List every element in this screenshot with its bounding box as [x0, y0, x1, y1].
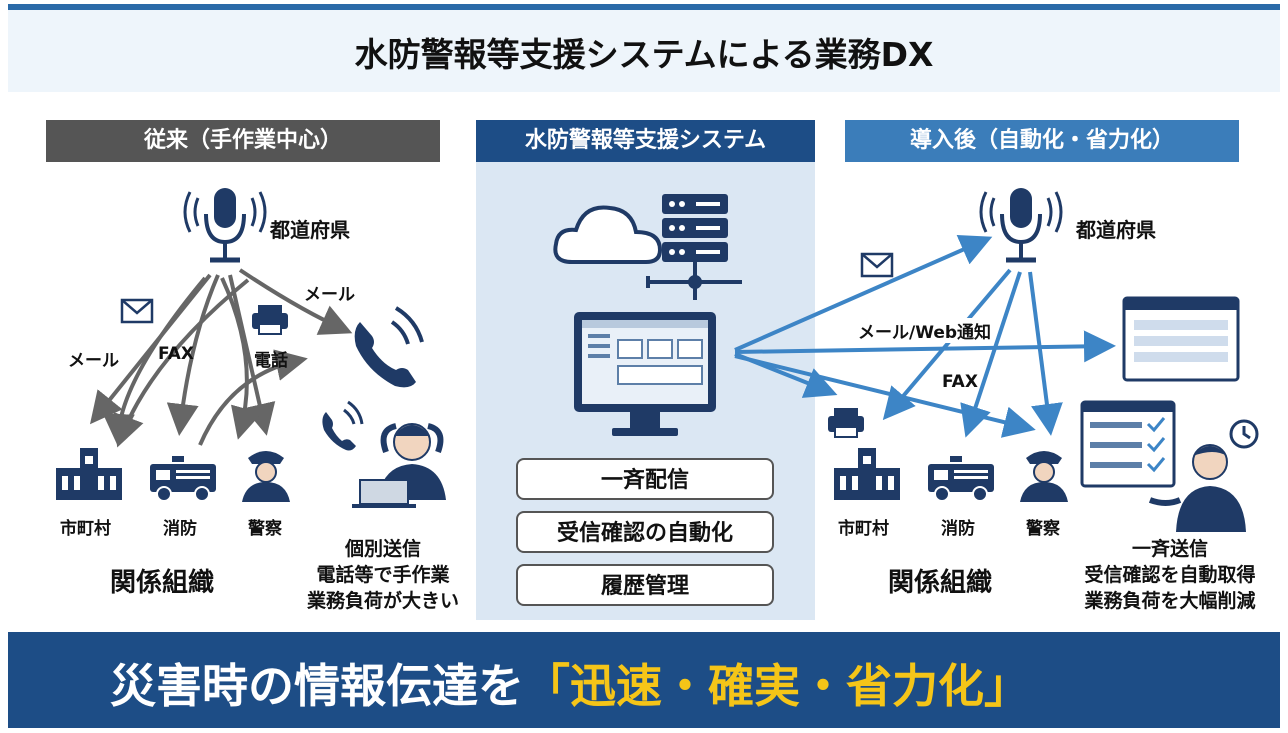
mail-label-top: メール — [304, 285, 355, 305]
web-notification-window-icon — [1122, 296, 1240, 382]
stressed-worker-icon — [322, 400, 446, 508]
org-label-fire-left: 消防 — [163, 519, 197, 539]
prefecture-label-left: 都道府県 — [270, 218, 350, 242]
network-connector — [646, 262, 742, 300]
after-column-header: 導入後（自動化・省力化） — [845, 120, 1239, 162]
server-icon — [662, 194, 728, 262]
manual-arrows — [89, 268, 353, 448]
org-group-label-right: 関係組織 — [888, 568, 993, 598]
org-label-city-right: 市町村 — [838, 519, 889, 539]
bottom-slogan: 災害時の情報伝達を「迅速・確実・省力化」 — [110, 650, 1030, 716]
envelope-icon-left — [120, 298, 154, 324]
manual-note-line: 電話等で手作業 — [316, 564, 450, 586]
phone-icon-left — [354, 306, 424, 388]
prefecture-label-right: 都道府県 — [1076, 218, 1156, 242]
city-hall-icon-left — [56, 448, 122, 500]
slogan-highlight: 「迅速・確実・省力化」 — [524, 659, 1030, 713]
feature-auto-confirmation: 受信確認の自動化 — [516, 511, 774, 553]
phone-label-left: 電話 — [254, 351, 288, 371]
automated-note-line: 受信確認を自動取得 — [1084, 564, 1256, 586]
channel-label-right: メール/Web通知 — [858, 318, 992, 343]
envelope-icon-right — [860, 252, 894, 278]
police-officer-icon-right — [1020, 451, 1068, 502]
org-group-label-left: 関係組織 — [110, 568, 215, 598]
fax-icon-left — [252, 305, 288, 335]
relaxed-worker-icon — [1148, 444, 1246, 532]
computer-monitor-icon — [574, 312, 716, 436]
org-label-police-left: 警察 — [248, 519, 282, 539]
automated-note: 一斉送信 受信確認を自動取得 業務負荷を大幅削減 — [1064, 536, 1276, 614]
fire-truck-icon-right — [928, 456, 994, 502]
slogan-prefix: 災害時の情報伝達を — [110, 659, 524, 713]
manual-note-line: 個別送信 — [344, 538, 421, 560]
page-title: 水防警報等支援システムによる業務DX — [354, 35, 934, 74]
manual-note-line: 業務負荷が大きい — [306, 590, 459, 612]
before-column-header: 従来（手作業中心） — [46, 120, 440, 162]
clock-icon — [1229, 419, 1259, 449]
microphone-icon-left — [183, 188, 267, 263]
police-officer-icon-left — [242, 451, 290, 502]
title-bar — [8, 4, 1280, 92]
mail-label-left: メール — [68, 351, 119, 371]
fax-label-right: FAX — [942, 372, 978, 392]
feature-history: 履歴管理 — [516, 564, 774, 606]
feature-broadcast: 一斉配信 — [516, 458, 774, 500]
system-column-header: 水防警報等支援システム — [476, 120, 815, 162]
fire-truck-icon-left — [150, 456, 216, 502]
org-label-fire-right: 消防 — [941, 519, 975, 539]
checklist-window-icon — [1080, 400, 1176, 488]
manual-note: 個別送信 電話等で手作業 業務負荷が大きい — [286, 536, 480, 614]
automated-note-line: 一斉送信 — [1131, 538, 1208, 560]
automated-note-line: 業務負荷を大幅削減 — [1084, 590, 1256, 612]
microphone-icon-right — [979, 188, 1063, 263]
fax-icon-right — [828, 408, 864, 438]
org-label-city-left: 市町村 — [60, 519, 111, 539]
bottom-banner — [8, 632, 1280, 728]
org-label-police-right: 警察 — [1026, 519, 1060, 539]
fax-label-left: FAX — [158, 344, 194, 364]
cloud-icon — [553, 205, 663, 264]
city-hall-icon-right — [834, 448, 900, 500]
